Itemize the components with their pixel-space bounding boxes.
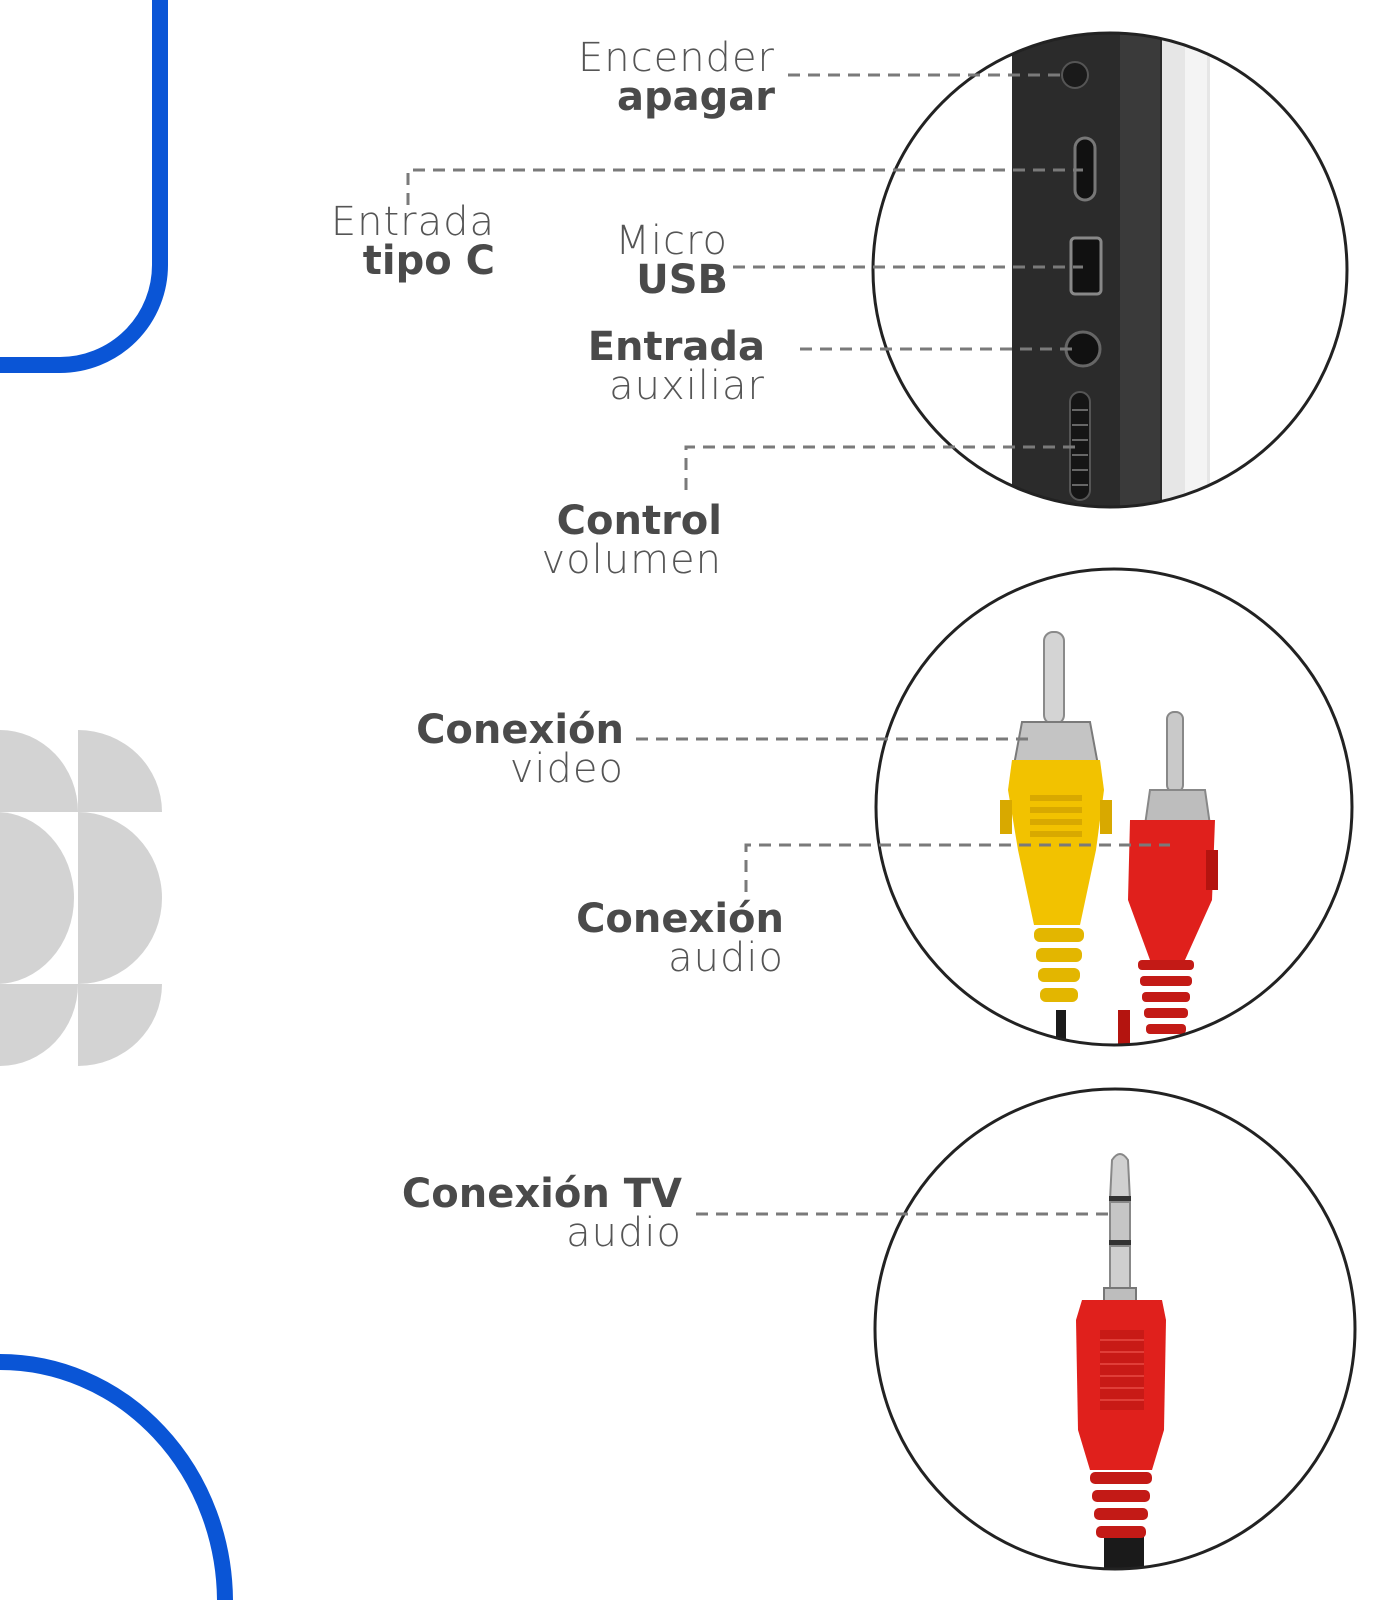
- rca-circle: [874, 567, 1354, 1047]
- label-type-c-line2: tipo C: [362, 238, 495, 284]
- label-audio: Conexión audio: [576, 896, 784, 981]
- label-volume: Control volumen: [541, 498, 722, 583]
- rca-cable-icon: [874, 567, 1354, 1047]
- label-micro-usb-line1: Micro: [615, 218, 728, 264]
- label-tv-audio: Conexión TV audio: [401, 1171, 682, 1256]
- blue-corner-top: [0, 0, 168, 373]
- label-video-line1: Conexión: [416, 707, 624, 753]
- leader-audio: [744, 843, 1170, 892]
- label-power: Encender apagar: [577, 35, 775, 120]
- label-video: Conexión video: [416, 707, 624, 792]
- label-type-c-line1: Entrada: [330, 199, 495, 245]
- jack-3-5mm-plug-icon: [873, 1087, 1357, 1571]
- device-side-ports-icon: [871, 31, 1349, 509]
- label-audio-line2: audio: [668, 935, 784, 981]
- label-tv-audio-line2: audio: [566, 1210, 682, 1256]
- label-micro-usb-line2: USB: [636, 257, 728, 303]
- label-tv-audio-line1: Conexión TV: [401, 1171, 682, 1217]
- blue-arc-bottom: [0, 1354, 233, 1600]
- label-type-c: Entrada tipo C: [330, 199, 495, 284]
- leader-type-c: [406, 168, 1083, 205]
- gray-decorative-shapes: [0, 730, 162, 1066]
- leader-volume: [684, 445, 1080, 490]
- label-aux-input-line1: Entrada: [587, 324, 765, 370]
- label-aux-input: Entrada auxiliar: [587, 324, 765, 409]
- label-volume-line2: volumen: [541, 537, 722, 583]
- ports-circle: [871, 31, 1349, 509]
- label-aux-input-line2: auxiliar: [609, 363, 765, 409]
- label-audio-line1: Conexión: [576, 896, 784, 942]
- label-power-line2: apagar: [617, 74, 775, 120]
- label-power-line1: Encender: [577, 35, 775, 81]
- jack-circle: [873, 1087, 1357, 1571]
- label-video-line2: video: [509, 746, 624, 792]
- label-volume-line1: Control: [556, 498, 722, 544]
- label-micro-usb: Micro USB: [615, 218, 728, 303]
